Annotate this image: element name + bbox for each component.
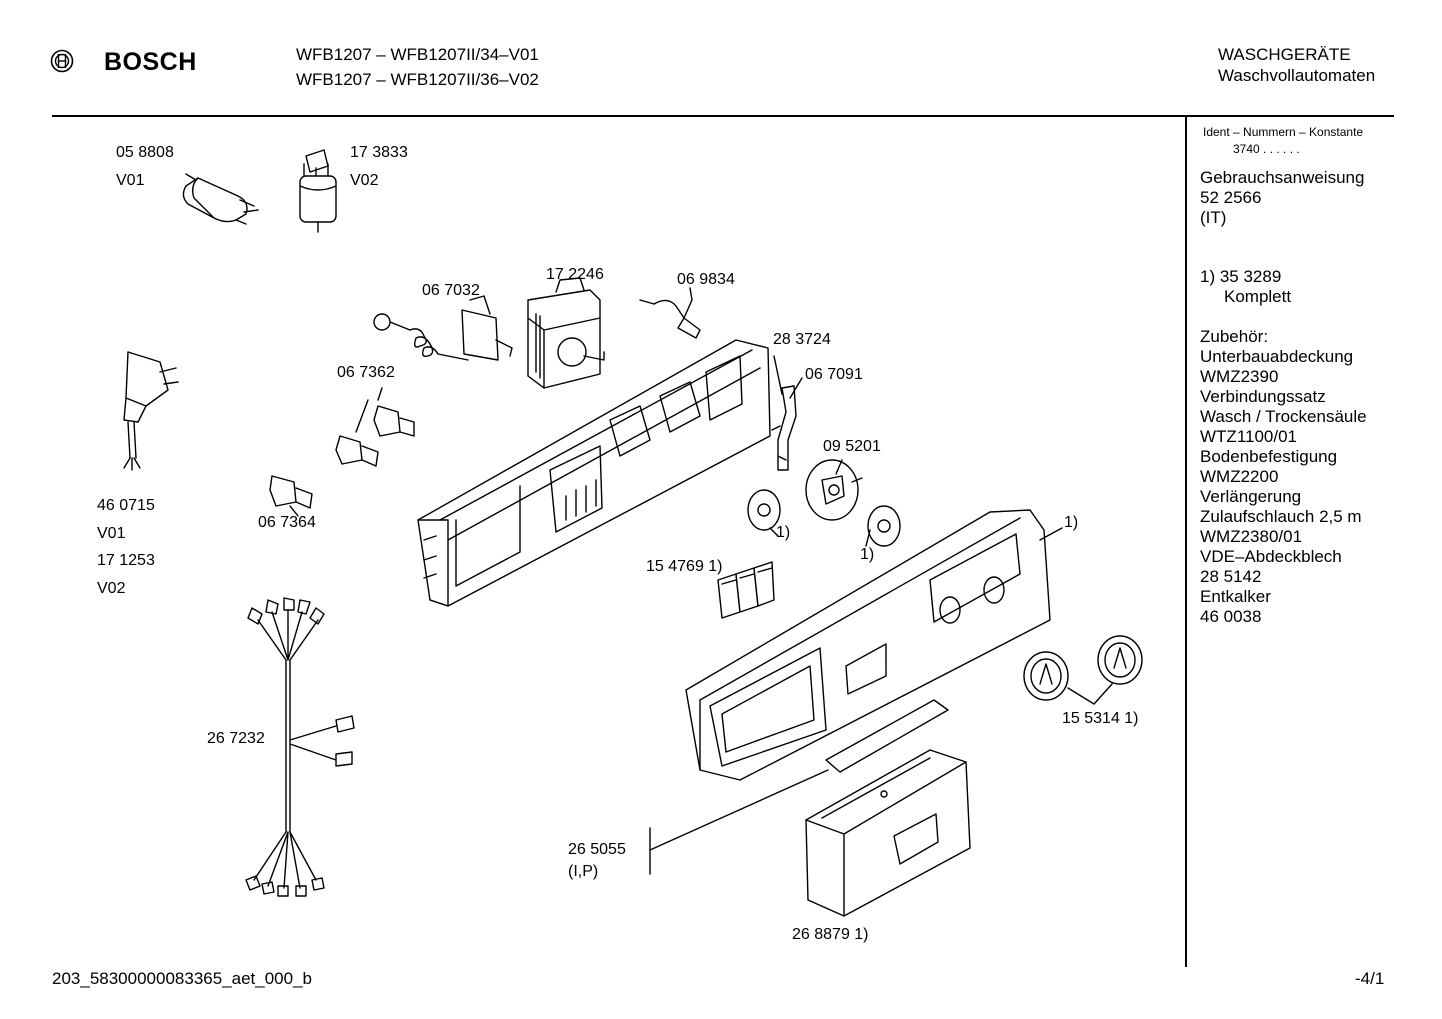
part-sub-265055: (I,P) xyxy=(568,863,599,880)
accessory-line: Verlängerung xyxy=(1200,487,1302,506)
part-label-268879: 26 8879 1) xyxy=(792,926,869,943)
part-label-267232: 26 7232 xyxy=(207,730,265,747)
note-line: Komplett xyxy=(1224,287,1292,306)
bracket-drawing xyxy=(771,385,797,471)
thermostat-drawing xyxy=(373,295,513,361)
button-keys-drawing xyxy=(717,561,775,619)
part-label-067091: 06 7091 xyxy=(805,366,863,383)
accessory-line: Verbindungssatz xyxy=(1200,387,1326,406)
part-variant-460715: V01 xyxy=(97,525,126,542)
model-line-1: WFB1207 – WFB1207II/34–V01 xyxy=(296,45,539,64)
part-label-171253: 17 1253 xyxy=(97,552,155,569)
manual-line: 52 2566 xyxy=(1200,188,1262,207)
small-knob-left-drawing xyxy=(747,489,781,531)
part-label-069834: 06 9834 xyxy=(677,271,735,288)
knob-carrier-drawing xyxy=(805,459,863,521)
manual-block: Gebrauchsanweisung 52 2566 (IT) xyxy=(1200,168,1364,228)
part-label-172246: 17 2246 xyxy=(546,266,604,283)
program-timer-drawing xyxy=(527,277,605,389)
leader-095201 xyxy=(835,459,843,475)
part-label-173833: 17 3833 xyxy=(350,144,408,161)
small-knob-right-drawing xyxy=(867,505,901,547)
part-label-460715: 46 0715 xyxy=(97,497,155,514)
leader-283724 xyxy=(773,355,783,395)
accessory-line: 28 5142 xyxy=(1200,567,1262,586)
capacitor-v02-drawing xyxy=(299,149,337,233)
mains-plug-drawing xyxy=(123,351,179,471)
capacitor-v01-drawing xyxy=(182,173,259,225)
exploded-parts-diagram xyxy=(123,149,1143,917)
header-divider xyxy=(52,115,1394,117)
part-label-067362: 06 7362 xyxy=(337,364,395,381)
part-label-283724: 28 3724 xyxy=(773,331,831,348)
accessory-line: VDE–Abdeckblech xyxy=(1200,547,1342,566)
push-switches-drawing xyxy=(335,387,415,467)
brand-name: BOSCH xyxy=(104,48,197,76)
leader-panel xyxy=(1039,527,1063,541)
manual-line: Gebrauchsanweisung xyxy=(1200,168,1365,187)
push-switch-small-drawing xyxy=(269,475,313,517)
knob-note-a: 1) xyxy=(776,524,791,541)
leader-265055 xyxy=(649,769,829,851)
accessory-line: Wasch / Trockensäule xyxy=(1200,407,1367,426)
category: WASCHGERÄTE xyxy=(1218,45,1351,64)
note-line: 1) 35 3289 xyxy=(1200,267,1282,286)
sensor-drawing xyxy=(639,287,701,339)
accessory-line: WMZ2380/01 xyxy=(1200,527,1303,546)
document-id: 203_58300000083365_aet_000_b xyxy=(52,969,312,988)
accessory-line: WTZ1100/01 xyxy=(1200,427,1298,446)
part-label-095201: 09 5201 xyxy=(823,438,881,455)
ident-title: Ident – Nummern – Konstante xyxy=(1203,125,1364,139)
part-variant-173833: V02 xyxy=(350,172,379,189)
sidebar-divider xyxy=(1185,117,1187,967)
model-line-2: WFB1207 – WFB1207II/36–V02 xyxy=(296,70,539,89)
page-number: -4/1 xyxy=(1355,969,1385,988)
front-fascia-drawing xyxy=(685,509,1051,781)
ident-value: 3740 . . . . . . xyxy=(1233,142,1300,156)
subcategory: Waschvollautomaten xyxy=(1218,66,1376,85)
accessory-line: Entkalker xyxy=(1200,587,1271,606)
program-knob-left-drawing xyxy=(1023,651,1069,701)
accessory-line: Zulaufschlauch 2,5 m xyxy=(1200,507,1362,526)
accessory-line: WMZ2390 xyxy=(1200,367,1279,386)
accessory-line: Zubehör: xyxy=(1200,327,1269,346)
leader-knob-a xyxy=(769,527,779,537)
accessory-line: WMZ2200 xyxy=(1200,467,1279,486)
note-block: 1) 35 3289 Komplett xyxy=(1200,267,1291,307)
detergent-drawer-drawing xyxy=(805,749,971,917)
part-label-265055: 26 5055 xyxy=(568,841,626,858)
part-variant-171253: V02 xyxy=(97,580,126,597)
accessory-line: 46 0038 xyxy=(1200,607,1262,626)
accessory-line: Bodenbefestigung xyxy=(1200,447,1338,466)
leader-155314 xyxy=(1067,683,1113,705)
wiring-harness-drawing xyxy=(245,597,355,897)
label-strip-drawing xyxy=(825,699,949,773)
panel-frame-drawing xyxy=(417,339,771,607)
leader-067091 xyxy=(789,377,803,399)
leader-knob-b xyxy=(865,529,871,547)
part-label-067032: 06 7032 xyxy=(422,282,480,299)
accessories-block: Zubehör: Unterbauabdeckung WMZ2390 Verbi… xyxy=(1200,327,1367,627)
part-label-067364: 06 7364 xyxy=(258,514,316,531)
program-knob-right-drawing xyxy=(1097,635,1143,685)
knob-note-b: 1) xyxy=(860,546,875,563)
part-label-155314: 15 5314 1) xyxy=(1062,710,1139,727)
panel-note: 1) xyxy=(1064,514,1079,531)
part-label-154769: 15 4769 1) xyxy=(646,558,723,575)
part-label-058808: 05 8808 xyxy=(116,144,174,161)
part-variant-058808: V01 xyxy=(116,172,145,189)
bosch-logo-icon xyxy=(50,49,74,73)
accessory-line: Unterbauabdeckung xyxy=(1200,347,1354,366)
manual-line: (IT) xyxy=(1200,208,1227,227)
